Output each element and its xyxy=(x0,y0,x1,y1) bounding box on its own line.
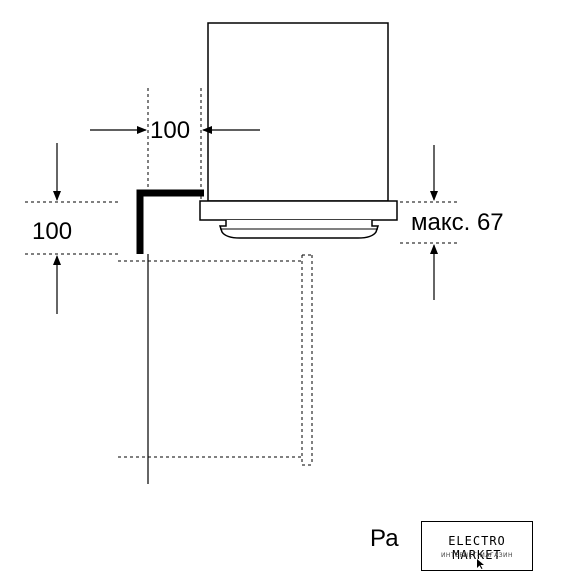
cursor-icon xyxy=(477,559,484,569)
dim-label-vertical: 100 xyxy=(32,218,72,245)
dim-label-horizontal: 100 xyxy=(150,117,190,144)
cabinet-outline xyxy=(118,254,313,466)
hood-body xyxy=(207,22,389,202)
dim-label-max: макс. 67 xyxy=(411,209,504,236)
watermark-subtitle: ИНТЕРНЕТ-МАГАЗИН xyxy=(440,552,514,559)
watermark-title: ELECTRO MARKET xyxy=(448,534,506,562)
hood-bottom-frame xyxy=(199,200,398,221)
reference-text: Ра xyxy=(370,525,399,552)
wall-bracket xyxy=(136,189,204,254)
watermark-logo: ELECTRO MARKET ИНТЕРНЕТ-МАГАЗИН xyxy=(421,521,533,571)
